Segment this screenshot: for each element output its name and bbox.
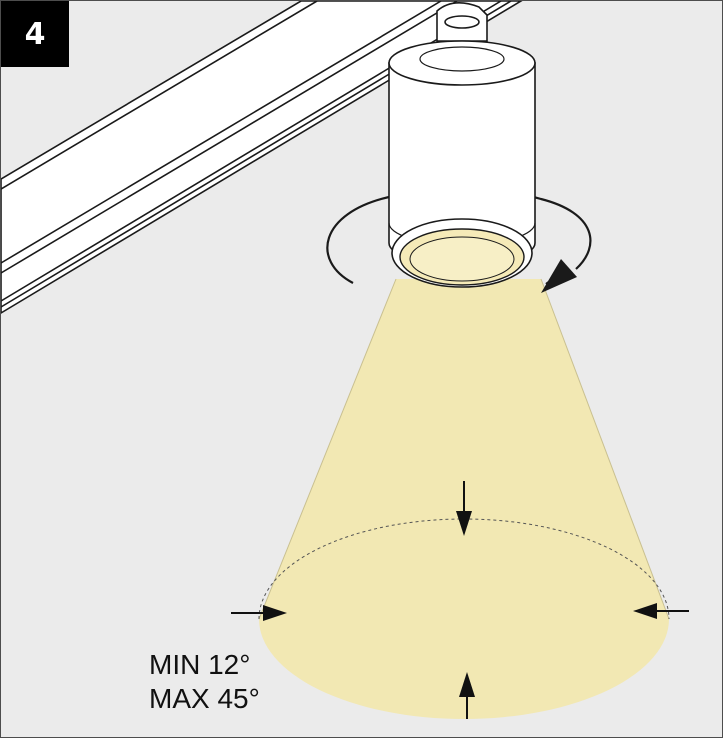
beam-edge-left <box>258 278 397 620</box>
beam-edge-right <box>540 278 670 620</box>
arrow-head <box>459 672 475 697</box>
beam-angle-max-label: MAX 45° <box>149 683 260 714</box>
track-adapter <box>436 2 488 42</box>
rotate-arrowhead-icon <box>541 259 577 293</box>
spotlight-lens <box>391 218 533 288</box>
arrow-head <box>633 603 657 619</box>
track-rail-groove <box>1 1 442 264</box>
beam-angle-arrows <box>231 481 689 719</box>
arrow-head <box>263 605 287 621</box>
track-rail-edge <box>1 1 318 190</box>
track-rail-groove <box>1 1 458 274</box>
step-badge: 4 <box>1 1 69 67</box>
arrow-head <box>456 511 472 536</box>
beam-angle-min-label: MIN 12° <box>149 649 251 680</box>
